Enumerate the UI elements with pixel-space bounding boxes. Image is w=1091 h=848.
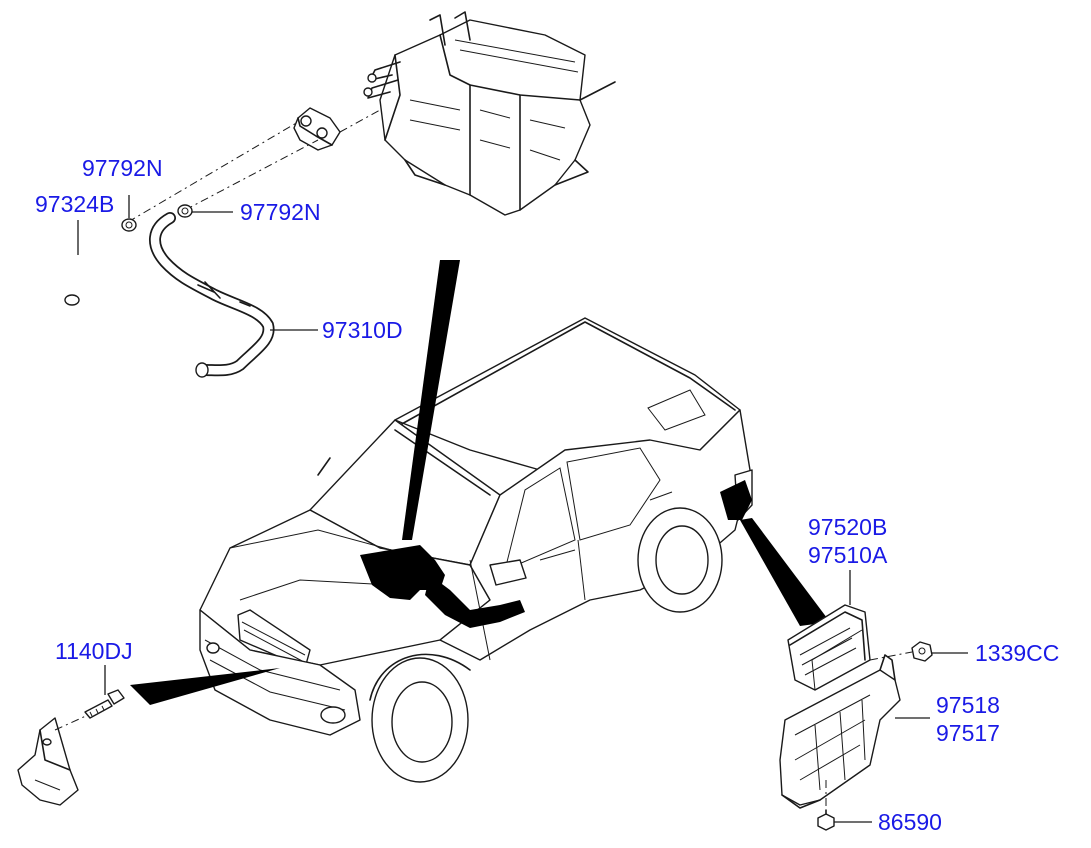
hose-97324b [61, 228, 122, 306]
centerline-lower [184, 139, 319, 211]
label-1339cc: 1339CC [975, 640, 1059, 666]
label-97324b: 97324B [35, 191, 114, 217]
label-1140dj: 1140DJ [55, 638, 133, 664]
nut-1339cc [911, 641, 933, 662]
suv-vehicle [199, 317, 753, 783]
pointer-module [740, 518, 830, 626]
bolt-86590 [817, 809, 835, 831]
label-97792n-top: 97792N [82, 155, 163, 181]
clamp-97792n-right [177, 204, 193, 218]
label-97510a: 97510A [808, 542, 888, 568]
wiring-harness [360, 480, 752, 628]
bracket-1140dj-assembly [17, 689, 125, 806]
label-86590: 86590 [878, 809, 942, 835]
pointer-bracket [130, 668, 280, 705]
label-97792n-right: 97792N [240, 199, 321, 225]
grommet-flange [293, 107, 341, 151]
heater-unit [363, 11, 616, 216]
clamp-97792n-left [121, 218, 137, 232]
hose-97310d [149, 212, 275, 378]
label-97520b: 97520B [808, 514, 887, 540]
centerline-upper [127, 121, 299, 223]
label-97517: 97517 [936, 720, 1000, 746]
mount-bracket [779, 654, 901, 809]
pointer-heater [402, 260, 460, 540]
label-97518: 97518 [936, 692, 1000, 718]
label-97310d: 97310D [322, 317, 403, 343]
